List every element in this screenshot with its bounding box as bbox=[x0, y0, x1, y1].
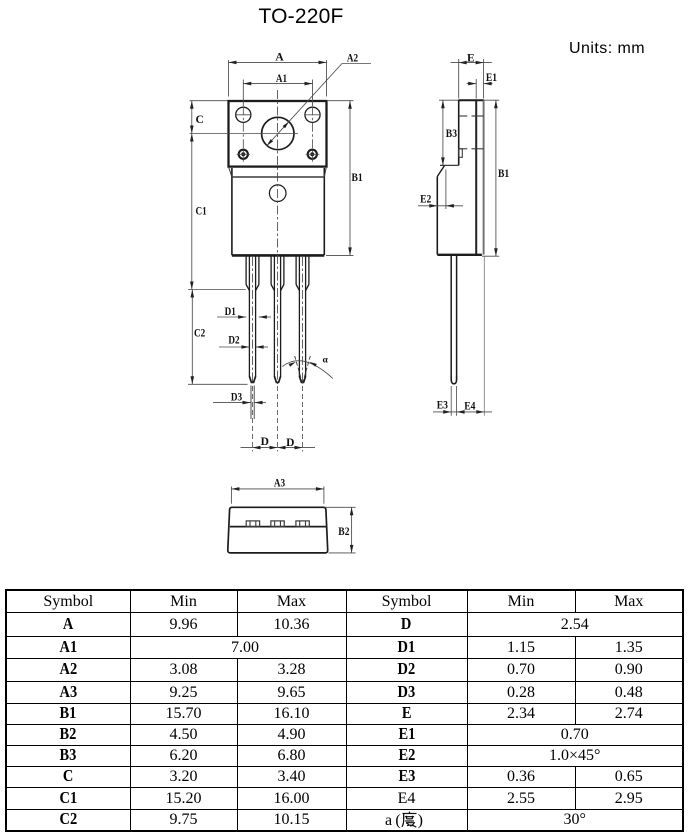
svg-text:E: E bbox=[467, 52, 475, 64]
svg-text:C: C bbox=[196, 114, 204, 126]
svg-text:C1: C1 bbox=[196, 206, 207, 218]
svg-text:D: D bbox=[261, 436, 269, 448]
svg-text:A2: A2 bbox=[347, 52, 358, 64]
svg-text:C2: C2 bbox=[194, 328, 205, 340]
svg-text:α: α bbox=[323, 356, 329, 366]
svg-text:D: D bbox=[286, 437, 294, 449]
svg-text:A3: A3 bbox=[274, 477, 285, 489]
svg-text:D1: D1 bbox=[225, 306, 236, 318]
svg-text:E2: E2 bbox=[420, 193, 431, 205]
svg-text:D2: D2 bbox=[228, 335, 239, 347]
svg-text:E1: E1 bbox=[486, 72, 497, 84]
svg-text:B2: B2 bbox=[338, 526, 349, 538]
svg-text:D3: D3 bbox=[231, 391, 242, 403]
svg-text:B1: B1 bbox=[498, 168, 509, 180]
svg-text:A: A bbox=[275, 51, 284, 63]
svg-text:E3: E3 bbox=[437, 399, 448, 411]
svg-text:A1: A1 bbox=[276, 73, 287, 85]
svg-text:B3: B3 bbox=[446, 128, 457, 140]
svg-text:E4: E4 bbox=[464, 400, 475, 412]
svg-text:B1: B1 bbox=[352, 172, 363, 184]
